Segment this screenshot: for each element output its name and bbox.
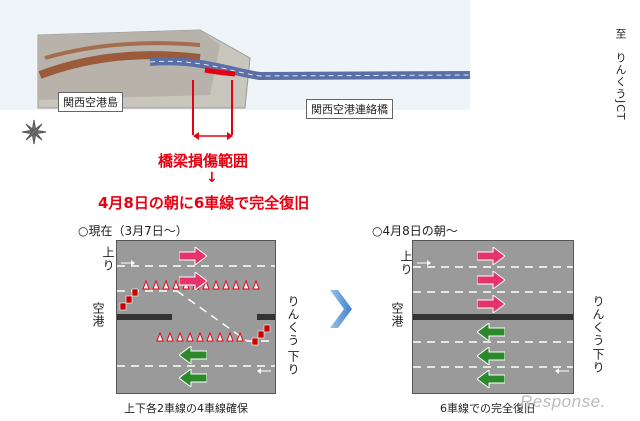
right-panel-caption: 6車線での完全復旧 xyxy=(440,402,535,415)
restore-label: 4月8日の朝に6車線で完全復旧 xyxy=(98,194,310,212)
watermark-logo: Response. xyxy=(520,392,606,411)
left-airport-label: 空港 xyxy=(91,302,105,328)
right-down-label: 下り xyxy=(591,348,605,374)
up-lane-arrow-1 xyxy=(179,247,207,265)
down-lane-arrow-1 xyxy=(179,346,207,364)
left-road-graphic xyxy=(117,241,275,393)
label-kansai-island: 関西空港島 xyxy=(58,92,123,112)
left-road xyxy=(116,240,276,394)
damage-range-label: 橋梁損傷範囲 xyxy=(158,152,249,170)
top-map xyxy=(0,0,471,158)
up-lane-arrow-1 xyxy=(477,247,505,265)
right-panel-title: ○4月8日の朝～ xyxy=(372,224,458,238)
down-lane-arrow-1 xyxy=(477,323,505,341)
label-connecting-bridge: 関西空港連絡橋 xyxy=(306,99,393,119)
left-up-label: 上り xyxy=(101,246,115,272)
right-road-graphic xyxy=(413,241,573,393)
left-down-label: 下り xyxy=(286,350,300,376)
left-rinku-label: りんくう xyxy=(286,295,300,347)
up-lane-arrow-3 xyxy=(477,295,505,313)
direction-label: 至 りんくうJCT xyxy=(614,28,627,121)
up-lane-arrow-2 xyxy=(477,271,505,289)
left-panel-caption: 上下各2車線の4車線確保 xyxy=(124,402,248,415)
right-road xyxy=(412,240,574,394)
down-lane-arrow-3 xyxy=(477,370,505,388)
down-lane-arrow-2 xyxy=(477,347,505,365)
damage-width-arrow xyxy=(193,132,233,140)
right-rinku-label: りんくう xyxy=(591,295,605,347)
compass-icon xyxy=(21,119,47,145)
right-up-label: 上り xyxy=(399,250,413,276)
bridge-map-graphic xyxy=(0,0,471,158)
transition-arrow-icon xyxy=(330,290,352,328)
up-lane-arrow-2 xyxy=(179,272,207,290)
right-airport-label: 空港 xyxy=(390,302,404,328)
down-lane-arrow-2 xyxy=(179,369,207,387)
down-arrow-glyph: ↓ xyxy=(206,170,218,186)
left-panel-title: ○現在（3月7日～） xyxy=(78,224,188,238)
